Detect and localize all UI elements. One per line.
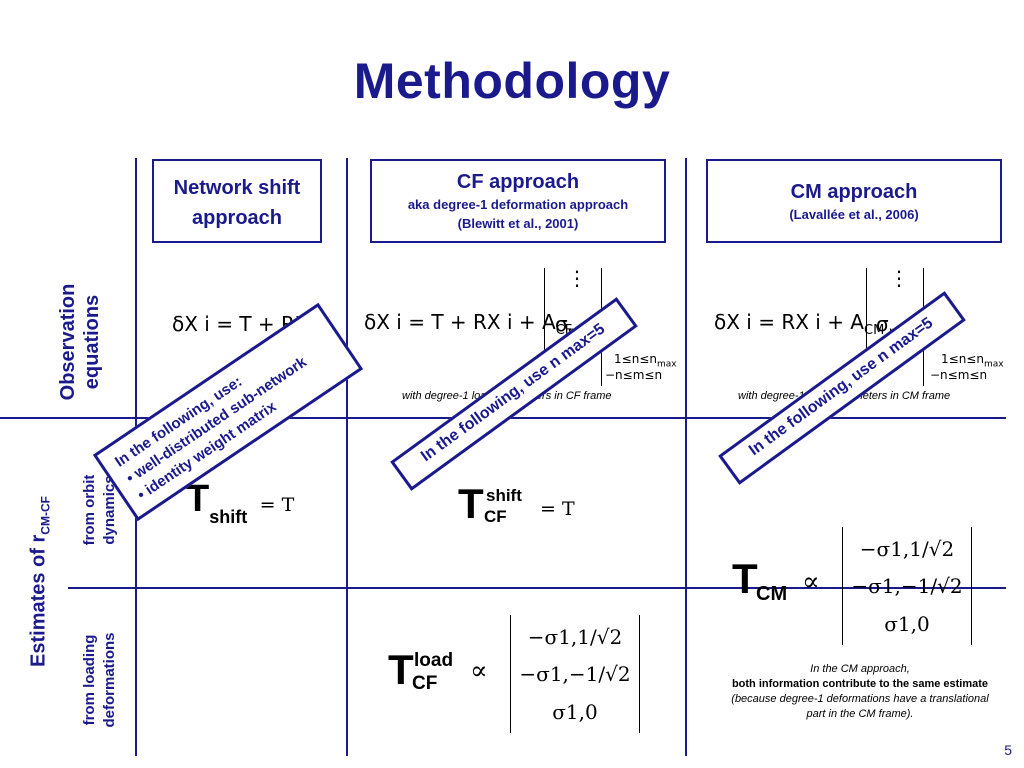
- eq-cm-sigma-symbol: σ: [876, 312, 889, 336]
- est-load-row1: −σ1,1/√2: [527, 625, 623, 649]
- est-load-T: T: [388, 646, 414, 693]
- row-orbit-line1: from orbit: [81, 474, 98, 546]
- cm-note-block: In the CM approach, both information con…: [700, 662, 1020, 722]
- est-network-shift: Tshift = T: [186, 478, 295, 527]
- est-cm-row1: −σ1,1/√2: [859, 537, 955, 561]
- header-cf-sub1: aka degree-1 deformation approach: [407, 197, 629, 212]
- row-loading-line1: from loading: [81, 634, 98, 726]
- eq-cm-range2: −n≤m≤n: [930, 368, 988, 382]
- row-estimates-prefix: Estimates of r: [27, 534, 50, 667]
- eq-cf-range2: −n≤m≤n: [605, 368, 663, 382]
- eq-cf-dots-top: ⋮: [567, 266, 587, 290]
- est-cm-vector-bracket: [842, 527, 972, 645]
- cm-note-line3: (because degree-1 deformations have a tr…: [731, 693, 989, 705]
- est-load-vector-bracket: [510, 615, 640, 733]
- est-cf-sub: CF: [484, 507, 507, 526]
- cm-note-line4: part in the CM frame).: [806, 708, 914, 720]
- est-load-prop: ∝: [470, 656, 488, 686]
- est-cf-load: T load CF: [388, 646, 468, 702]
- row-observation-line2: equations: [81, 294, 103, 390]
- eq-cm-range1-text: 1≤n≤n: [941, 352, 984, 366]
- est-cm-row3: σ1,0: [884, 612, 930, 636]
- est-cm-prop: ∝: [802, 567, 820, 597]
- est-cf-T: T: [458, 480, 484, 527]
- cm-note-line2: both information contribute to the same …: [731, 678, 989, 690]
- header-cm-title: CM approach: [790, 181, 918, 203]
- eq-cm-obs-prefix: δX i = RX i + A: [714, 310, 864, 334]
- est-cf-rhs: = T: [540, 498, 575, 520]
- header-cf-approach: CF approach aka degree-1 deformation app…: [370, 159, 666, 243]
- grid-vline-3: [685, 158, 687, 756]
- row-estimates-sub: CM-CF: [38, 496, 53, 535]
- eq-cf-obs: δX i = T + RX i + ACF: [364, 310, 572, 338]
- row-observation-line1: Observation: [57, 283, 79, 401]
- header-network-line1: Network shift: [173, 177, 301, 199]
- eq-cf-sigma-symbol: σ: [555, 312, 568, 336]
- header-network-shift: Network shift approach: [152, 159, 322, 243]
- eq-cm-range1: 1≤n≤nmax: [941, 352, 1004, 369]
- page-number: 5: [1004, 742, 1012, 758]
- page-title: Methodology: [353, 53, 671, 109]
- eq-cf-range1-text: 1≤n≤n: [614, 352, 657, 366]
- cm-note-line1: In the CM approach,: [810, 663, 910, 675]
- est-cm-row2: −σ1,−1/√2: [851, 574, 963, 598]
- row-label-loading: from loading deformations: [80, 615, 120, 745]
- est-cm-sub: CM: [756, 583, 788, 605]
- eq-cf-obs-prefix: δX i = T + RX i + A: [364, 310, 556, 334]
- est-cf-sup: shift: [486, 486, 522, 505]
- est-network-T: T: [186, 478, 210, 520]
- est-load-sup: load: [414, 650, 454, 671]
- eq-cm-range1-sub: max: [983, 359, 1004, 370]
- row-label-observation: Observation equations: [56, 257, 104, 427]
- header-cm-approach: CM approach (Lavallée et al., 2006): [706, 159, 1002, 243]
- eq-cm-dots-top: ⋮: [889, 266, 909, 290]
- header-network-line2: approach: [191, 207, 283, 229]
- est-network-rhs: = T: [259, 494, 295, 516]
- est-load-row2: −σ1,−1/√2: [519, 662, 631, 686]
- header-cm-sub1: (Lavallée et al., 2006): [789, 207, 919, 222]
- eq-cf-range1: 1≤n≤nmax: [614, 352, 677, 369]
- eq-cm-obs: δX i = RX i + ACM: [714, 310, 884, 338]
- eq-cm-obs-sub: CM: [864, 323, 885, 338]
- est-cm-T: T: [732, 555, 758, 602]
- eq-cf-range1-sub: max: [656, 359, 677, 370]
- est-network-sub: shift: [209, 507, 248, 527]
- est-load-sub: CF: [412, 673, 438, 694]
- callout-network-line2: • well-distributed sub-network: [123, 353, 310, 488]
- est-load-row3: σ1,0: [552, 700, 598, 724]
- header-cf-title: CF approach: [456, 171, 580, 193]
- header-cf-sub2: (Blewitt et al., 2001): [457, 216, 579, 231]
- est-cf-shift: T shift CF = T: [458, 480, 618, 530]
- est-cm: T CM: [732, 555, 812, 611]
- grid-hline-2: [68, 587, 1006, 589]
- row-loading-line2: deformations: [101, 632, 118, 728]
- grid-vline-2: [346, 158, 348, 756]
- row-label-estimates: Estimates of rCM-CF: [27, 472, 58, 692]
